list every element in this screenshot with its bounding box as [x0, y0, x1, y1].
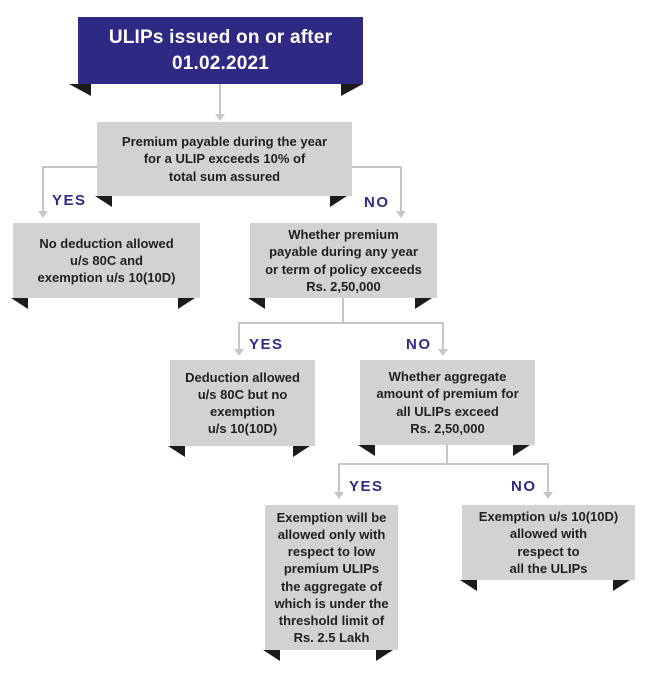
- arrowhead-down-icon: [438, 349, 448, 356]
- corner-fold-left-icon: [263, 650, 280, 661]
- outcome-exemption-low-premium: Exemption will be allowed only with resp…: [263, 505, 398, 661]
- outcome-exemption-all-ulips-text: Exemption u/s 10(10D) allowed with respe…: [478, 509, 619, 576]
- outcome-exemption-low-premium-text: Exemption will be allowed only with resp…: [274, 509, 389, 645]
- corner-fold-left-icon: [168, 446, 185, 457]
- outcome-deduction-no-exemption-text: Deduction allowed u/s 80C but no exempti…: [185, 369, 300, 437]
- decision-premium-exceeds-10pct: Premium payable during the year for a UL…: [95, 122, 352, 207]
- corner-fold-left-icon: [358, 445, 375, 456]
- outcome-deduction-no-exemption: Deduction allowed u/s 80C but no exempti…: [168, 360, 315, 457]
- branch1-no-label: NO: [364, 194, 390, 211]
- branch3-yes-label: YES: [349, 478, 384, 495]
- connector-branch1-yes-vertical: [42, 166, 44, 212]
- connector-branch2-yes-vertical: [238, 322, 240, 350]
- decision-premium-exceeds-250k-text: Whether premium payable during any year …: [265, 227, 422, 294]
- branch1-yes-label: YES: [52, 192, 87, 209]
- outcome-no-deduction-text: No deduction allowed u/s 80C and exempti…: [37, 235, 176, 286]
- decision-aggregate-exceeds-250k-text: Whether aggregate amount of premium for …: [376, 369, 519, 436]
- connector-branch1-no-vertical: [400, 166, 402, 212]
- corner-fold-left-icon: [460, 580, 477, 591]
- corner-fold-left-icon: [248, 298, 265, 309]
- connector-branch2-horizontal: [238, 322, 444, 324]
- arrowhead-down-icon: [396, 211, 406, 218]
- branch2-no-label: NO: [406, 336, 432, 353]
- arrowhead-down-icon: [215, 114, 225, 121]
- corner-fold-right-icon: [178, 298, 195, 309]
- branch3-no-label: NO: [511, 478, 537, 495]
- corner-fold-right-icon: [415, 298, 432, 309]
- connector-branch3-horizontal: [338, 463, 549, 465]
- connector-branch2-no-vertical: [442, 322, 444, 350]
- connector-title-down: [219, 84, 221, 115]
- connector-branch1-no-horizontal: [352, 166, 402, 168]
- connector-branch1-yes-horizontal: [42, 166, 97, 168]
- title-node-text: ULIPs issued on or after 01.02.2021: [108, 26, 333, 74]
- corner-fold-right-icon: [513, 445, 530, 456]
- corner-fold-left-icon: [11, 298, 28, 309]
- decision-premium-exceeds-10pct-text: Premium payable during the year for a UL…: [121, 134, 328, 184]
- decision-aggregate-exceeds-250k: Whether aggregate amount of premium for …: [358, 360, 535, 456]
- corner-fold-right-icon: [341, 84, 363, 96]
- outcome-no-deduction: No deduction allowed u/s 80C and exempti…: [11, 223, 200, 309]
- corner-fold-left-icon: [69, 84, 91, 96]
- decision-premium-exceeds-250k: Whether premium payable during any year …: [248, 223, 437, 309]
- connector-branch3-no-vertical: [547, 463, 549, 493]
- arrowhead-down-icon: [234, 349, 244, 356]
- outcome-exemption-all-ulips: Exemption u/s 10(10D) allowed with respe…: [460, 505, 635, 591]
- corner-fold-right-icon: [293, 446, 310, 457]
- corner-fold-right-icon: [613, 580, 630, 591]
- corner-fold-left-icon: [95, 196, 112, 207]
- title-node: ULIPs issued on or after 01.02.2021: [69, 17, 363, 96]
- connector-branch2-stem: [342, 298, 344, 322]
- connector-branch3-stem: [446, 445, 448, 463]
- branch2-yes-label: YES: [249, 336, 284, 353]
- connector-branch3-yes-vertical: [338, 463, 340, 493]
- corner-fold-right-icon: [330, 196, 347, 207]
- arrowhead-down-icon: [543, 492, 553, 499]
- arrowhead-down-icon: [334, 492, 344, 499]
- arrowhead-down-icon: [38, 211, 48, 218]
- corner-fold-right-icon: [376, 650, 393, 661]
